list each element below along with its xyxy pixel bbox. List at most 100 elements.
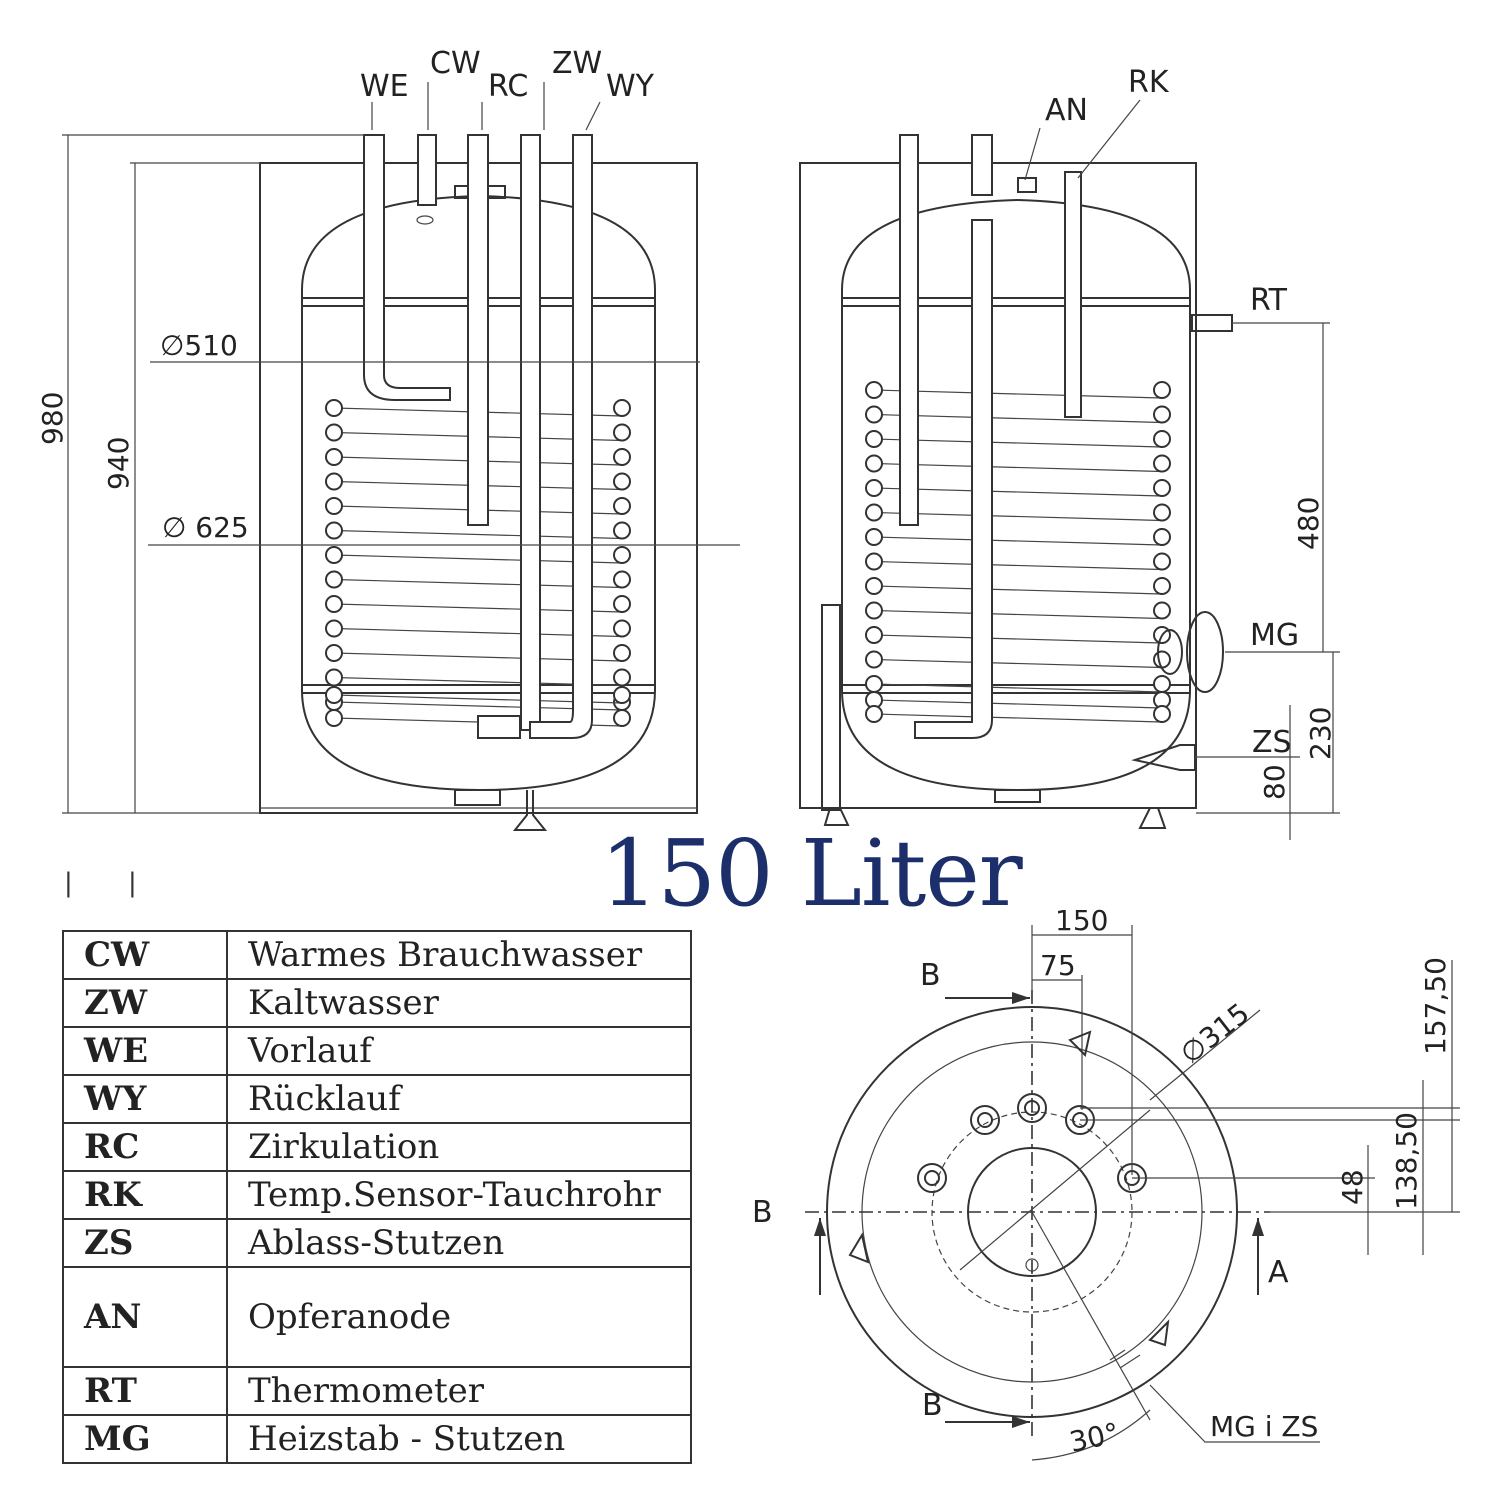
label-rk: RK [1128, 65, 1170, 100]
front-view: 980 940 ∅510 ∅ 625 WE CW RC ZW WY [36, 46, 740, 831]
coil-turn [865, 552, 883, 571]
dim-980: 980 [36, 392, 69, 445]
label-rt: RT [1250, 283, 1288, 318]
legend-code: ZW [62, 978, 228, 1028]
legend-code: WY [62, 1074, 228, 1124]
front-tank [301, 194, 656, 792]
legend-code: RT [62, 1366, 228, 1416]
coil-turn [613, 448, 631, 466]
coil-turn [613, 709, 631, 727]
rc-pipe [467, 134, 489, 526]
dim-48: 48 [1336, 1169, 1369, 1205]
coil-turn [325, 521, 343, 540]
coil-turn [1153, 577, 1171, 595]
coil-turn [613, 619, 631, 638]
coil-turn [1153, 381, 1171, 399]
wy-pipe [529, 134, 593, 739]
coil-turn [865, 705, 883, 723]
section-a: A [1268, 1255, 1289, 1290]
dim-940: 940 [102, 437, 135, 490]
coil-turn [865, 430, 883, 448]
coil-turn [613, 497, 631, 515]
legend-description: Temp.Sensor-Tauchrohr [226, 1170, 692, 1220]
coil-turn [613, 644, 631, 662]
coil-turn [1153, 405, 1171, 424]
section-b-top: B [920, 958, 941, 993]
label-rc: RC [488, 69, 528, 104]
label-an: AN [1045, 93, 1088, 128]
connection-port [977, 1112, 993, 1128]
legend-description: Zirkulation [226, 1122, 692, 1172]
connection-port [917, 1163, 947, 1193]
coil-turn [325, 423, 343, 442]
legend-description: Opferanode [226, 1266, 692, 1368]
legend-description: Rücklauf [226, 1074, 692, 1124]
side-heat-coil [865, 381, 1171, 723]
coil-turn [1153, 503, 1171, 522]
coil-turn [1153, 528, 1171, 546]
coil-turn [325, 644, 343, 662]
coil-turn [613, 668, 631, 687]
label-wy: WY [606, 69, 655, 104]
legend-description: Vorlauf [226, 1026, 692, 1076]
legend-description: Warmes Brauchwasser [226, 930, 692, 980]
coil-turn [865, 503, 883, 522]
rk-tube [1064, 171, 1082, 418]
legend-code: MG [62, 1414, 228, 1464]
coil-turn [325, 668, 343, 687]
coil-turn [325, 686, 343, 704]
label-mg-zs: MG i ZS [1210, 1410, 1318, 1443]
coil-turn [613, 399, 631, 417]
legend-description: Ablass-Stutzen [226, 1218, 692, 1268]
coil-turn [1153, 705, 1171, 723]
coil-turn [1153, 650, 1171, 669]
dim-138-50: 138,50 [1390, 1112, 1423, 1210]
coil-turn [325, 570, 343, 589]
dim-d625: ∅ 625 [162, 511, 249, 544]
dim-75: 75 [1040, 949, 1076, 982]
top-view: 150 75 ∅315 157,50 138,50 48 B B B A 30°… [752, 904, 1460, 1461]
coil-turn [325, 619, 343, 638]
connection-port [924, 1170, 940, 1186]
coil-turn [613, 472, 631, 491]
coil-turn [1153, 601, 1171, 620]
coil-turn [865, 381, 883, 399]
side-view: AN RK RT MG ZS 480 230 80 [799, 65, 1340, 840]
connection-port [970, 1105, 1000, 1135]
coil-turn [865, 601, 883, 620]
coil-turn [1153, 454, 1171, 473]
legend-code: RK [62, 1170, 228, 1220]
dim-80: 80 [1258, 764, 1291, 800]
coil-turn [613, 521, 631, 540]
cw-pipe [417, 134, 437, 206]
legend-code: AN [62, 1266, 228, 1368]
legend-code: ZS [62, 1218, 228, 1268]
dim-d315: ∅315 [1174, 997, 1256, 1071]
connection-port [1017, 1093, 1047, 1123]
section-b-bottom: B [922, 1388, 943, 1423]
coil-turn [865, 454, 883, 473]
coil-turn [1153, 430, 1171, 448]
coil-turn [865, 577, 883, 595]
coil-turn [613, 595, 631, 613]
coil-turn [325, 497, 343, 515]
label-zw: ZW [552, 46, 602, 81]
legend-code: RC [62, 1122, 228, 1172]
coil-turn [325, 595, 343, 613]
coil-turn [865, 675, 883, 693]
legend-description: Kaltwasser [226, 978, 692, 1028]
coil-turn [325, 709, 343, 727]
coil-turn [865, 650, 883, 669]
dim-150: 150 [1055, 904, 1108, 937]
label-zs: ZS [1252, 725, 1292, 760]
legend-description: Thermometer [226, 1366, 692, 1416]
coil-turn [865, 405, 883, 424]
